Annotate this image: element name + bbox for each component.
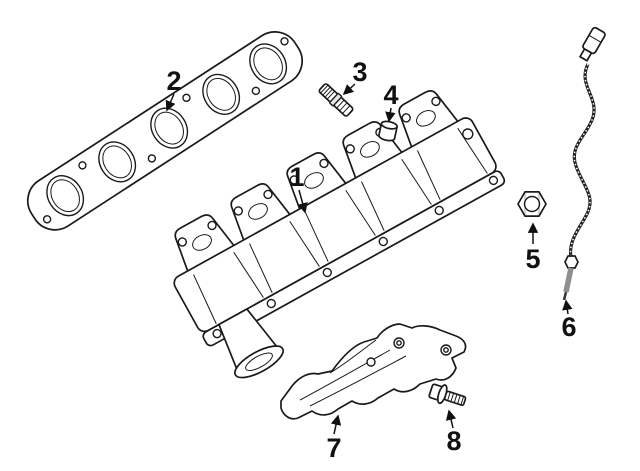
part-exhaust-manifold	[173, 89, 506, 379]
callout-2-label: 2	[166, 66, 181, 96]
callout-3-label: 3	[352, 57, 367, 87]
callout-5: 5	[525, 222, 541, 274]
part-nut	[517, 191, 547, 217]
part-bolt	[428, 383, 467, 407]
callout-4: 4	[383, 80, 399, 123]
part-temperature-sensor	[562, 26, 606, 301]
callout-1-label: 1	[289, 162, 304, 192]
callout-8: 8	[445, 409, 462, 456]
callout-5-label: 5	[525, 244, 540, 274]
callout-8-label: 8	[446, 426, 461, 456]
sensor-probe	[563, 267, 574, 293]
callout-6-label: 6	[561, 312, 576, 342]
part-manifold-gasket	[26, 31, 303, 231]
callout-3: 3	[342, 57, 368, 96]
part-heat-shield	[280, 323, 467, 420]
callout-7-label: 7	[326, 433, 341, 463]
part-stud	[318, 83, 354, 117]
callout-1: 1	[289, 162, 308, 214]
callout-4-label: 4	[383, 80, 398, 110]
callout-7: 7	[326, 414, 342, 463]
part-spacer-sleeve	[378, 120, 398, 142]
callout-6: 6	[561, 299, 577, 342]
sensor-fitting	[564, 255, 579, 269]
callout-2: 2	[165, 66, 182, 112]
